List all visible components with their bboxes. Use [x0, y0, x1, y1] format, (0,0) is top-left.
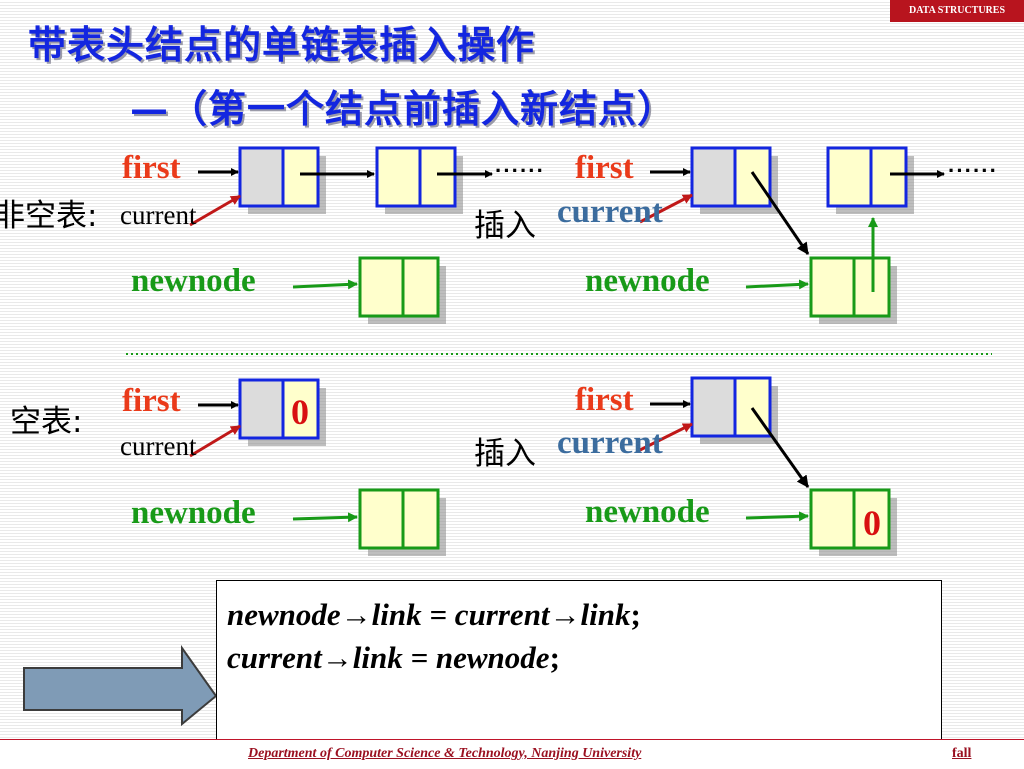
footer-department: Department of Computer Science & Technol…	[248, 746, 642, 761]
newnode-pointer-arrow	[745, 279, 809, 290]
head-node	[690, 376, 778, 444]
first-label: first	[575, 150, 634, 186]
newnode-label: newnode	[585, 494, 710, 530]
list-node	[826, 146, 914, 214]
null-value: 0	[863, 503, 881, 543]
new-node	[809, 256, 897, 324]
current-pointer-arrow	[639, 193, 693, 224]
empty-list-label: 空表:	[10, 404, 83, 440]
insert-label: 插入	[474, 436, 536, 472]
current-label: current	[557, 425, 663, 461]
newnode-pointer-arrow	[292, 279, 358, 290]
head-node	[238, 146, 326, 214]
head-node	[690, 146, 778, 214]
page-title: 带表头结点的单链表插入操作	[28, 22, 536, 67]
current-pointer-arrow	[189, 194, 241, 227]
course-badge: DATA STRUCTURES	[890, 0, 1024, 22]
first-label: first	[575, 382, 634, 418]
newnode-label: newnode	[585, 263, 710, 299]
current-label: current	[557, 194, 663, 230]
current-pointer-arrow	[189, 424, 241, 458]
pointer-arrow-icon	[23, 644, 218, 727]
page-subtitle: —（第一个结点前插入新结点）	[130, 86, 677, 131]
code-box: newnode→link = current→link; current→lin…	[216, 580, 942, 760]
current-pointer-arrow	[639, 422, 693, 452]
first-label: first	[122, 150, 181, 186]
new-node: 0	[809, 488, 897, 556]
current-label: current	[120, 200, 197, 230]
head-node: 0	[238, 378, 326, 446]
newnode-pointer-arrow	[745, 511, 809, 522]
new-node	[358, 488, 446, 556]
new-node	[358, 256, 446, 324]
footer: Department of Computer Science & Technol…	[0, 739, 1024, 769]
redirected-link-arrow	[750, 407, 810, 488]
null-value: 0	[291, 392, 309, 432]
first-label: first	[122, 383, 181, 419]
footer-term: fall	[952, 746, 972, 761]
newnode-label: newnode	[131, 495, 256, 531]
nonempty-list-label: 非空表:	[0, 198, 98, 234]
current-label: current	[120, 431, 197, 461]
redirected-link-arrow	[750, 171, 810, 255]
code-line-1: newnode→link = current→link;	[227, 597, 641, 632]
ellipsis: ······	[495, 158, 545, 183]
insert-label: 插入	[474, 208, 536, 244]
code-line-2: current→link = newnode;	[227, 640, 560, 675]
list-node	[375, 146, 463, 214]
newnode-label: newnode	[131, 263, 256, 299]
newnode-pointer-arrow	[292, 512, 358, 523]
ellipsis: ······	[948, 158, 998, 183]
